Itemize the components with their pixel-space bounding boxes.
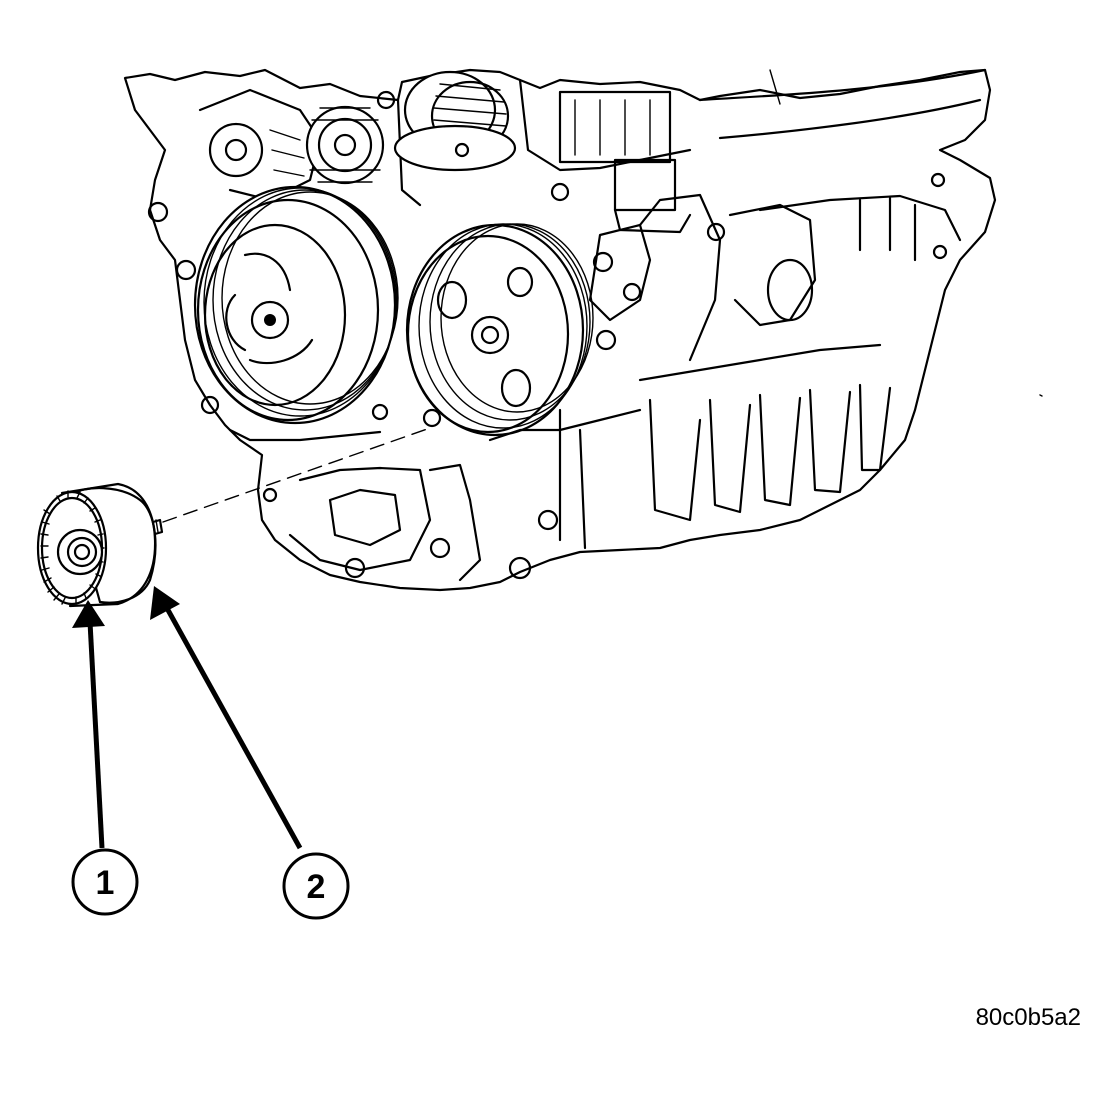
callout-arrow-1 (72, 600, 105, 849)
callout-1: 1 (71, 848, 139, 916)
callout-arrow-2 (150, 586, 303, 850)
callout-1-label: 1 (96, 864, 115, 902)
accessory-pulley (405, 223, 594, 437)
figure-reference-code: 80c0b5a2 (975, 1004, 1081, 1031)
engine-block (123, 68, 1043, 592)
oil-pan (228, 193, 962, 582)
callout-2-label: 2 (307, 868, 326, 906)
idler-pulley (36, 427, 431, 608)
callout-2: 2 (282, 852, 350, 920)
crankshaft-pulley (193, 185, 399, 425)
